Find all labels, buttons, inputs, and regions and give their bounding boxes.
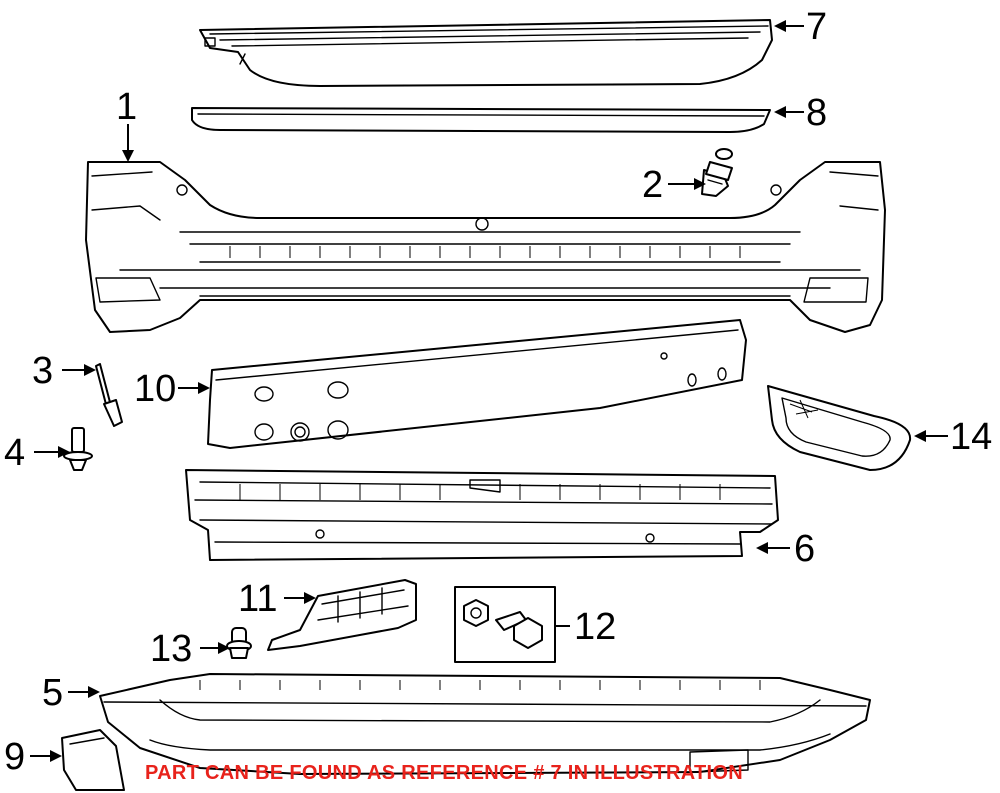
callout-7: 7 bbox=[806, 6, 828, 48]
callout-9: 9 bbox=[4, 736, 26, 778]
part-2-push-pin bbox=[701, 148, 733, 197]
part-13-fastener bbox=[226, 627, 252, 659]
part-14-bezel bbox=[767, 385, 912, 471]
leader-lines bbox=[30, 20, 948, 762]
callout-10: 10 bbox=[134, 368, 177, 410]
part-10-absorber bbox=[207, 319, 747, 449]
callout-6: 6 bbox=[794, 528, 816, 570]
callout-12: 12 bbox=[574, 606, 617, 648]
part-12-hardware bbox=[454, 586, 556, 663]
callout-2: 2 bbox=[642, 164, 664, 206]
callout-4: 4 bbox=[4, 432, 26, 474]
callout-1: 1 bbox=[116, 86, 138, 128]
part-1-bumper-cover bbox=[85, 161, 886, 333]
callout-11: 11 bbox=[238, 578, 278, 620]
callout-5: 5 bbox=[42, 672, 64, 714]
part-4-retainer-clip bbox=[63, 427, 93, 471]
callout-3: 3 bbox=[32, 350, 54, 392]
part-7-step-pad bbox=[199, 19, 773, 87]
callout-8: 8 bbox=[806, 92, 828, 134]
callout-14: 14 bbox=[950, 416, 993, 458]
part-6-reinforcement bbox=[185, 469, 779, 561]
part-3-rivet bbox=[95, 363, 123, 427]
callout-13: 13 bbox=[150, 628, 193, 670]
reference-note: PART CAN BE FOUND AS REFERENCE # 7 IN IL… bbox=[145, 762, 743, 784]
part-5-valance bbox=[99, 673, 871, 775]
part-9-end-cap bbox=[61, 729, 125, 791]
part-11-bracket bbox=[267, 579, 417, 651]
part-8-trim-strip bbox=[191, 107, 771, 133]
